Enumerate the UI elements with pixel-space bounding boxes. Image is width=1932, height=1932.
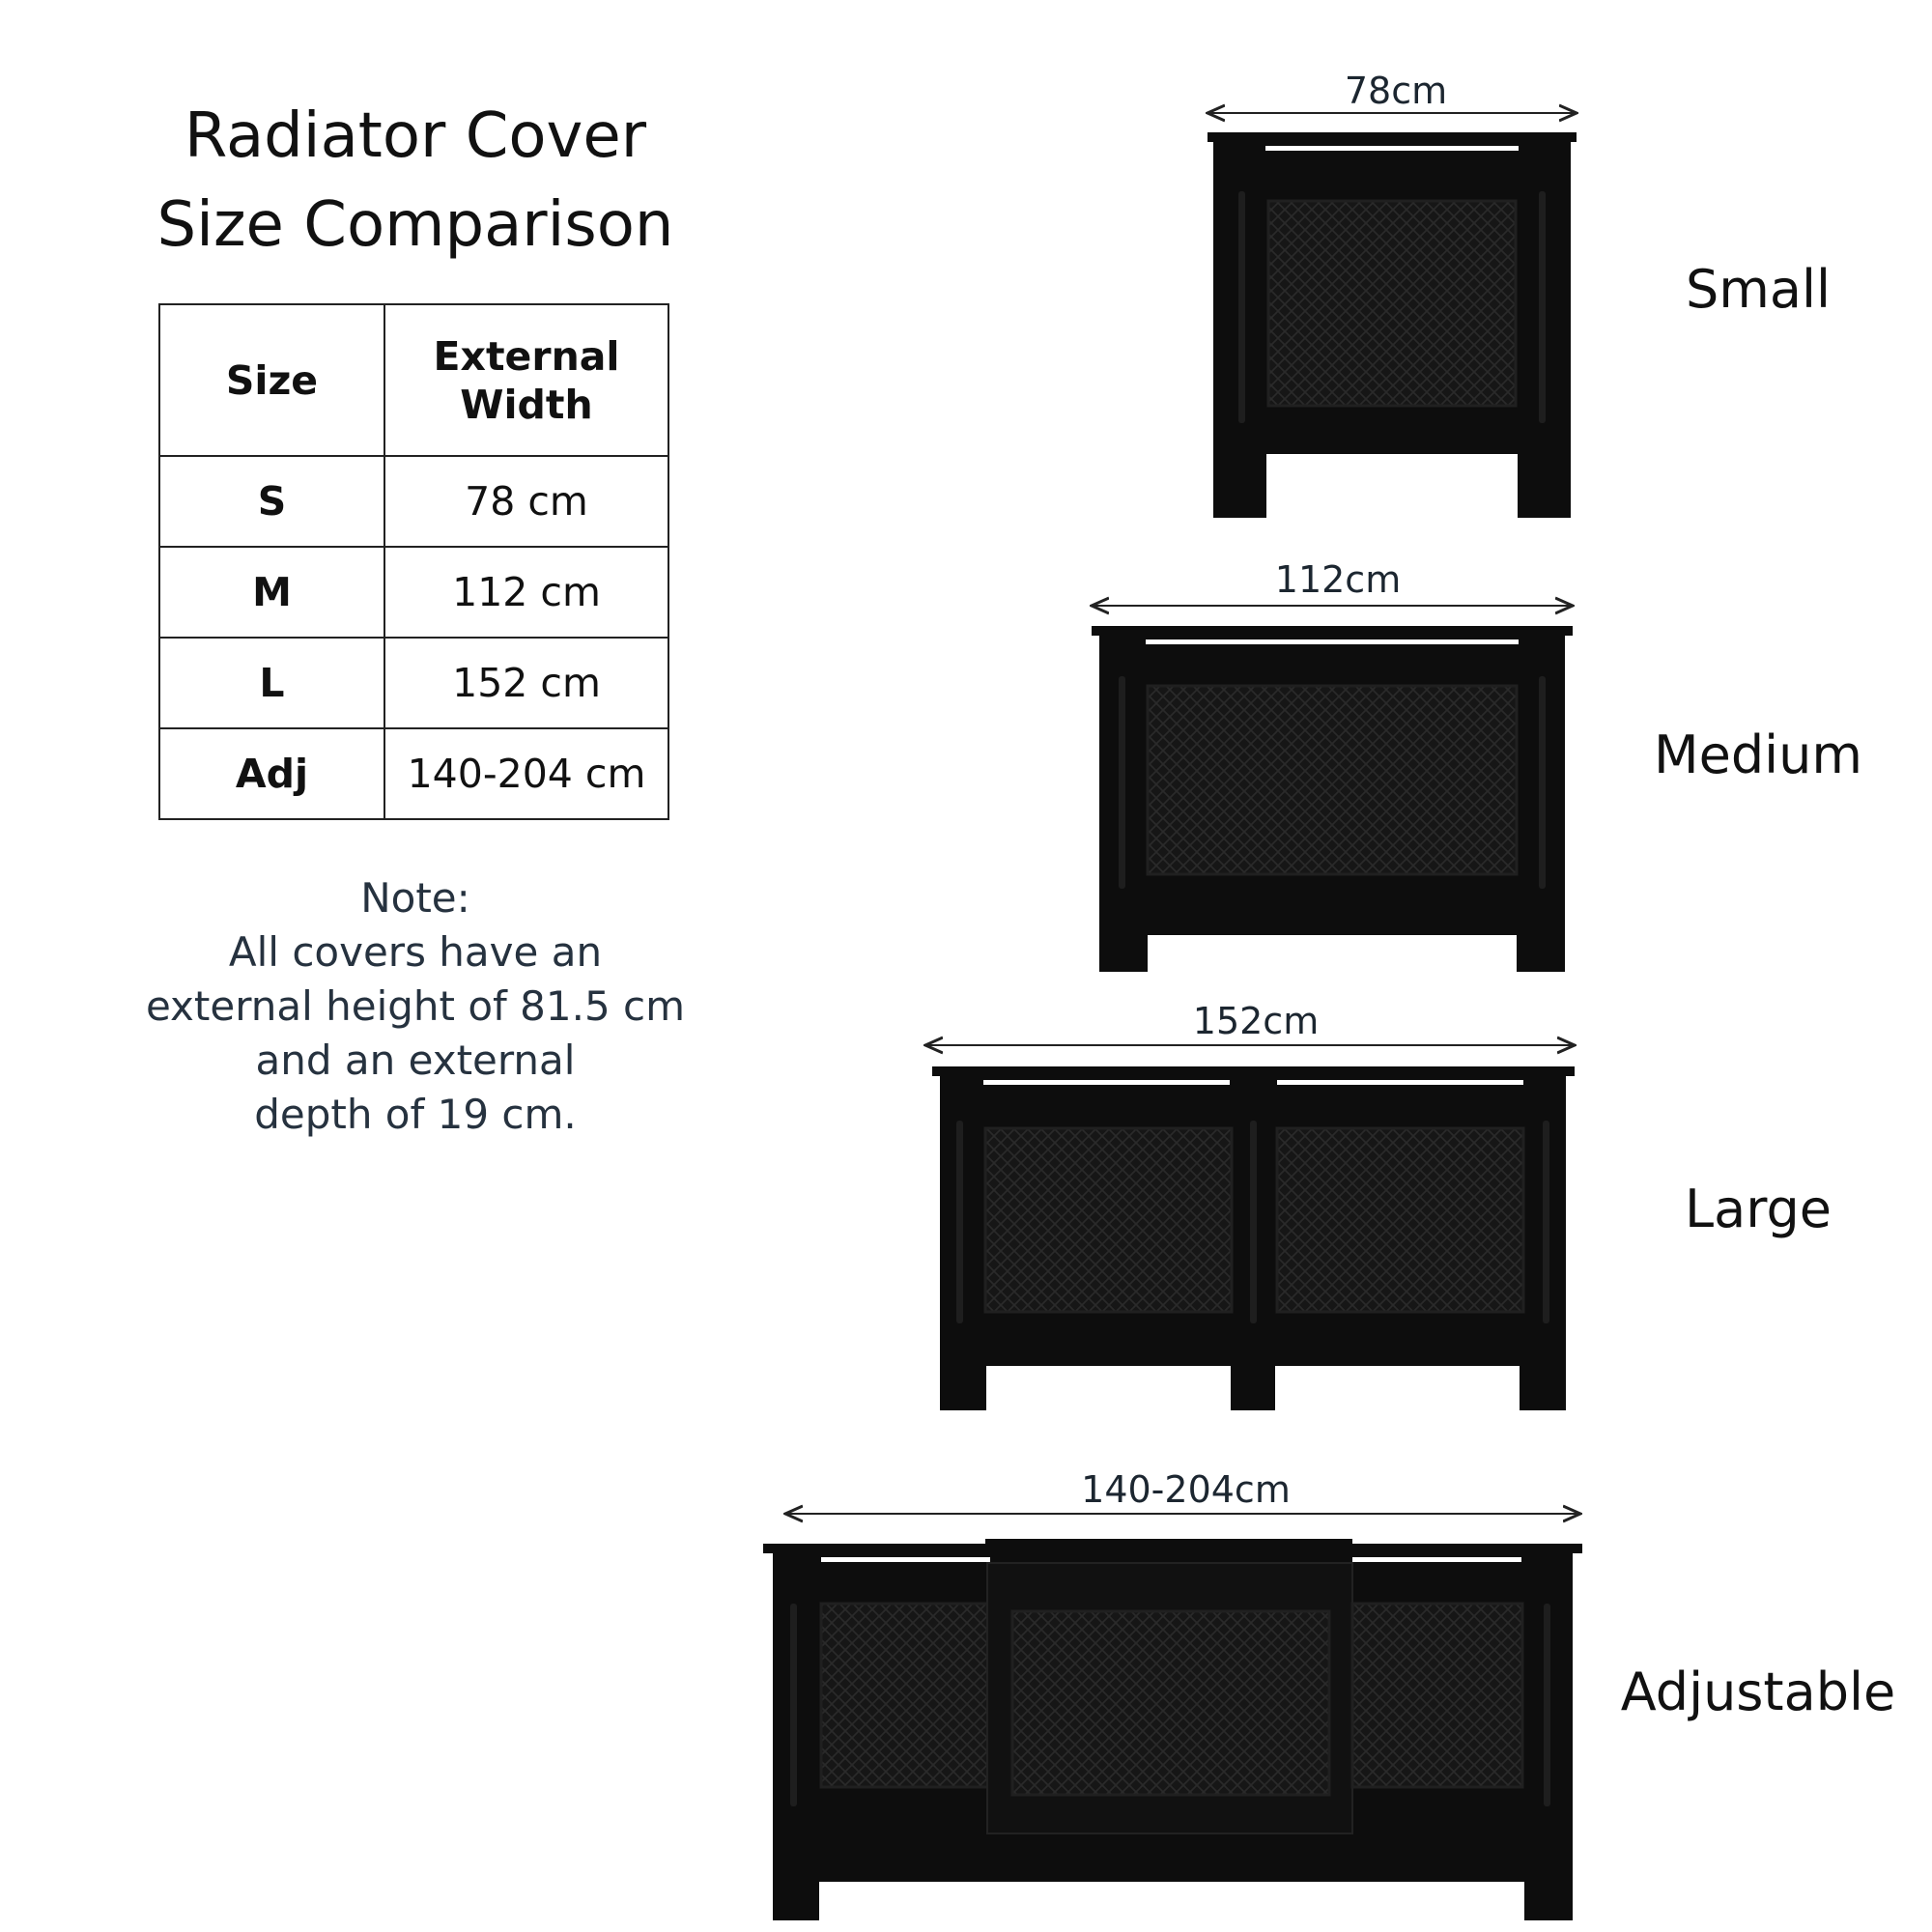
table-row: L 152 cm — [158, 637, 669, 729]
cell-width: 112 cm — [384, 546, 669, 639]
radiator-cover-adjustable — [763, 1514, 1582, 1920]
cell-size: Adj — [158, 727, 385, 820]
side-groove — [1543, 1121, 1549, 1323]
cover-top — [1208, 132, 1577, 142]
cover-top — [932, 1066, 1575, 1076]
grille-panel — [1266, 199, 1518, 408]
side-groove — [790, 1604, 797, 1806]
dimension-label-medium: 112cm — [1274, 558, 1402, 601]
cell-width: 78 cm — [384, 455, 669, 548]
side-groove — [1238, 191, 1245, 423]
page-title: Radiator Cover Size Comparison — [87, 92, 744, 270]
radiator-cover-small — [1208, 113, 1577, 518]
top-slot — [983, 1080, 1230, 1085]
note-line: Note: — [360, 874, 470, 922]
cover-leg — [1518, 454, 1571, 518]
size-label-adjustable: Adjustable — [1620, 1662, 1896, 1722]
top-slot — [1277, 1080, 1523, 1085]
cover-leg — [940, 1366, 986, 1410]
side-groove — [1544, 1604, 1550, 1806]
header-width-line-1: External — [433, 332, 620, 380]
radiator-cover-large — [925, 1045, 1575, 1410]
side-groove — [956, 1121, 963, 1323]
side-groove — [1539, 676, 1546, 889]
note-line: depth of 19 cm. — [254, 1091, 577, 1138]
header-width-line-2: Width — [460, 381, 593, 428]
note-line: and an external — [255, 1037, 576, 1084]
table-row: M 112 cm — [158, 546, 669, 639]
cell-width: 152 cm — [384, 637, 669, 729]
grille-panel — [1350, 1602, 1524, 1789]
table-row: Adj 140-204 cm — [158, 727, 669, 820]
cover-top-center — [985, 1539, 1352, 1547]
side-groove — [1250, 1121, 1257, 1323]
cover-leg — [1213, 454, 1266, 518]
grille-panel — [983, 1126, 1234, 1314]
top-slot — [1265, 146, 1519, 151]
cover-leg — [1520, 1366, 1566, 1410]
cover-top — [763, 1544, 1582, 1553]
size-label-small: Small — [1686, 259, 1831, 320]
table-header-row: Size External Width — [158, 303, 669, 457]
side-groove — [1119, 676, 1125, 889]
title-line-1: Radiator Cover — [184, 100, 647, 172]
grille-panel — [819, 1602, 992, 1789]
side-groove — [1539, 191, 1546, 423]
grille-panel — [1146, 684, 1519, 876]
cover-top — [1092, 626, 1573, 636]
cover-leg — [1099, 935, 1148, 972]
note-line: external height of 81.5 cm — [145, 982, 686, 1030]
top-slot — [1146, 639, 1519, 644]
grille-panel — [1275, 1126, 1525, 1314]
top-slot — [1352, 1557, 1521, 1562]
note-line: All covers have an — [228, 928, 603, 976]
grille-panel — [1010, 1609, 1331, 1797]
size-label-medium: Medium — [1654, 724, 1862, 785]
title-line-2: Size Comparison — [156, 189, 674, 261]
dimension-label-adjustable: 140-204cm — [1081, 1468, 1291, 1511]
size-label-large: Large — [1685, 1179, 1832, 1239]
cover-leg — [1231, 1366, 1275, 1410]
cover-leg — [773, 1882, 819, 1920]
cell-width: 140-204 cm — [384, 727, 669, 820]
size-table: Size External Width S 78 cm M 112 cm L 1… — [158, 303, 669, 820]
cell-size: L — [158, 637, 385, 729]
header-external-width: External Width — [384, 303, 669, 457]
dimension-label-large: 152cm — [1192, 1000, 1320, 1042]
cover-leg — [1524, 1882, 1573, 1920]
radiator-cover-medium — [1092, 606, 1573, 972]
dimensions-note: Note: All covers have an external height… — [106, 871, 724, 1142]
table-row: S 78 cm — [158, 455, 669, 548]
cell-size: S — [158, 455, 385, 548]
cover-leg — [1517, 935, 1565, 972]
header-size: Size — [158, 303, 385, 457]
cell-size: M — [158, 546, 385, 639]
top-slot — [821, 1557, 990, 1562]
